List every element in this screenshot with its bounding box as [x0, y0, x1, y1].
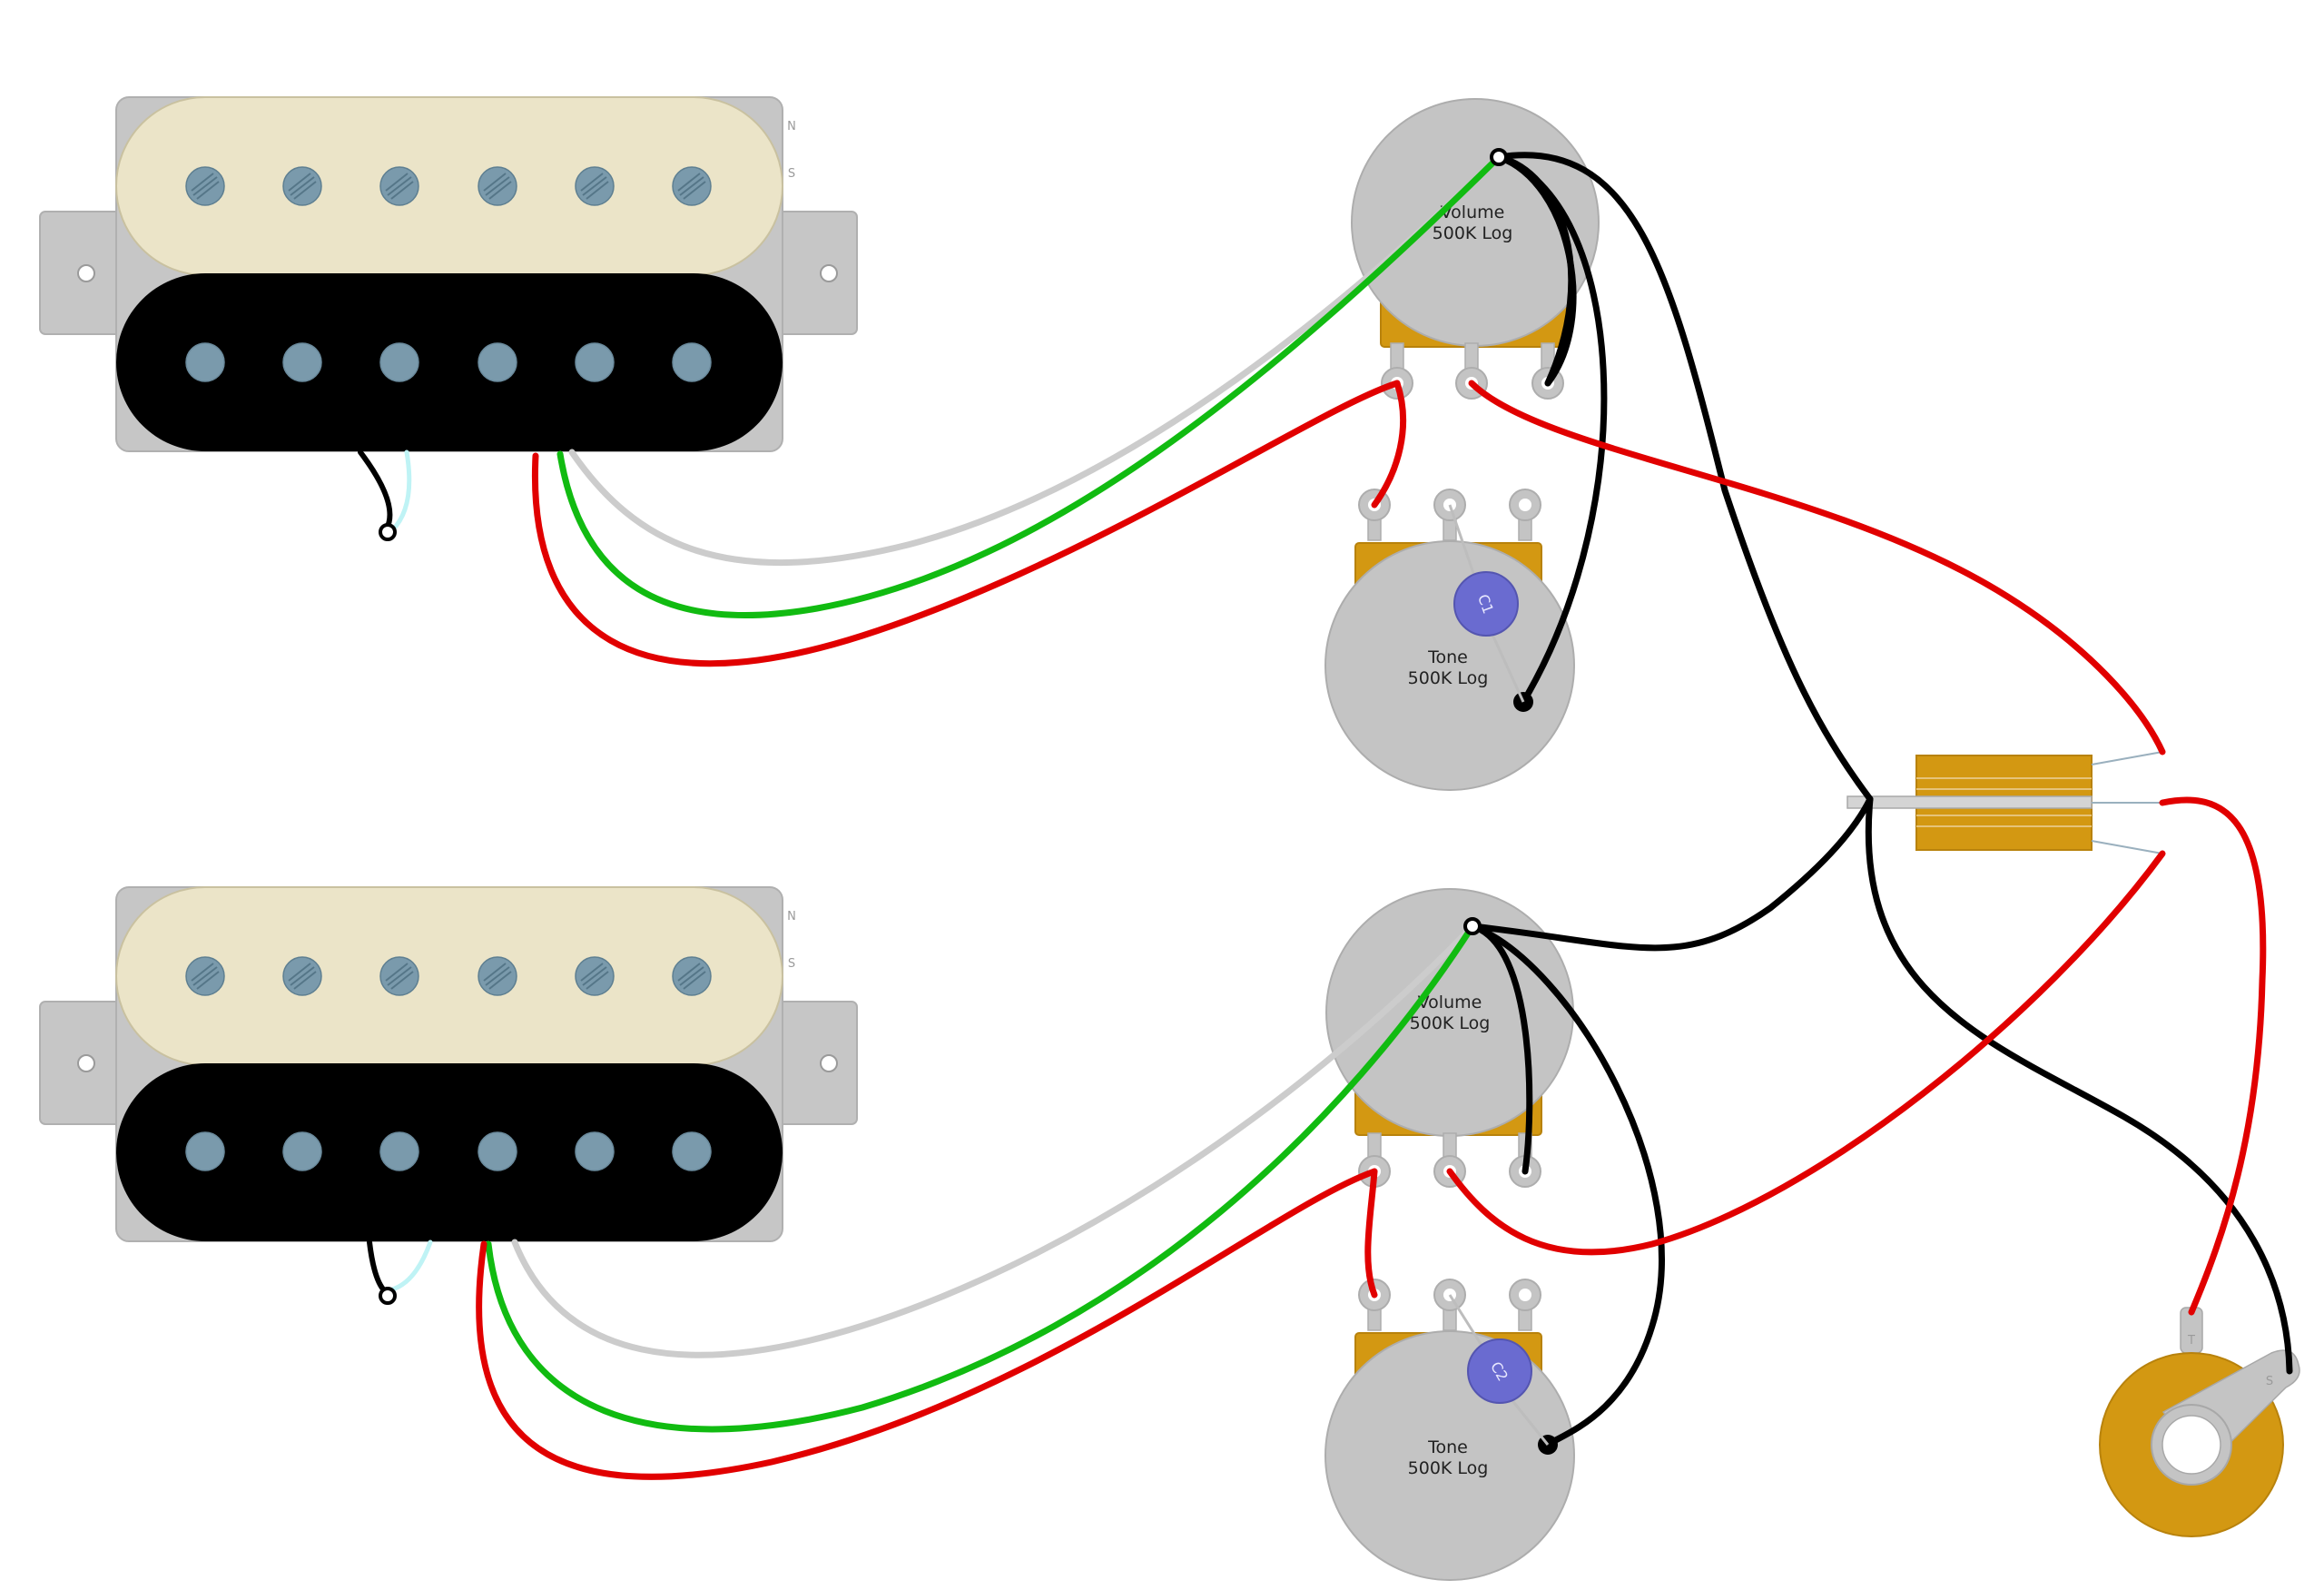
bridge-south-coil: [116, 1063, 783, 1241]
neck-tone-pot: Tone 500K Log: [1324, 489, 1575, 791]
bridge-south-label: S: [788, 957, 795, 971]
wires: [358, 148, 2293, 1480]
neck-tone-label: Tone: [1427, 647, 1468, 667]
bridge-vol-to-switch-ground: [1469, 795, 1874, 952]
bridge-vol-to-switch-red: [1446, 850, 2166, 1256]
jack-socket-hole: [2162, 1415, 2221, 1475]
bridge-north-label: N: [787, 910, 796, 923]
neck-screw-hole-right: [820, 264, 838, 282]
toggle-switch-shaft: [1846, 795, 2093, 809]
bridge-vol-terminal: [1463, 917, 1482, 935]
neck-mounting-ear-right: [773, 211, 858, 335]
neck-vol-to-tone-ground: [1495, 153, 1608, 706]
bridge-ground-terminal: [379, 1287, 397, 1305]
toggle-contact-3: [2091, 840, 2163, 854]
bridge-humbucker: N S: [39, 886, 858, 1242]
bridge-vol-ground-loop: [1469, 923, 1533, 1175]
c1-lead-bottom: [1487, 626, 1525, 703]
switch-to-jack-ground: [1865, 795, 2293, 1375]
neck-vol-to-switch-red: [1468, 380, 2166, 755]
neck-ground-wire: [358, 449, 393, 531]
jack-sleeve-label: S: [2266, 1375, 2273, 1388]
bridge-screw-hole-right: [820, 1054, 838, 1072]
bridge-red-lead: [476, 1168, 1378, 1480]
three-way-toggle-switch: [1846, 751, 2163, 854]
neck-humbucker: N S: [39, 96, 858, 452]
toggle-contact-1: [2091, 751, 2163, 765]
bridge-vol-to-tone-red: [1364, 1168, 1378, 1299]
neck-vol-terminal: [1490, 148, 1508, 166]
c1-body: [1453, 571, 1519, 637]
capacitor-c1: C1: [1448, 504, 1525, 703]
neck-south-coil: [116, 273, 783, 451]
neck-ground-terminal: [379, 523, 397, 541]
switch-to-jack-tip: [2159, 796, 2267, 1316]
neck-south-label: S: [788, 167, 795, 181]
jack-tip-label: T: [2187, 1334, 2195, 1348]
neck-volume-value: 500K Log: [1433, 223, 1513, 243]
neck-white-lead: [568, 153, 1502, 567]
bridge-white-lead: [511, 923, 1476, 1358]
bridge-vol-to-tone-ground: [1469, 923, 1665, 1448]
bridge-tone-value: 500K Log: [1408, 1458, 1489, 1478]
neck-volume-label: Volume: [1441, 202, 1505, 222]
output-jack: T S: [2099, 1307, 2300, 1537]
neck-north-label: N: [787, 120, 796, 133]
neck-bare-wire: [389, 449, 412, 533]
bridge-green-lead: [485, 923, 1476, 1433]
bridge-volume-value: 500K Log: [1410, 1013, 1491, 1033]
bridge-tone-label: Tone: [1427, 1437, 1468, 1457]
bridge-volume-label: Volume: [1418, 993, 1482, 1012]
bridge-screw-hole-left: [77, 1054, 95, 1072]
bridge-mounting-ear-right: [773, 1001, 858, 1125]
neck-volume-pot: Volume 500K Log: [1351, 98, 1600, 400]
bridge-ground-wire: [367, 1239, 388, 1294]
c2-body: [1467, 1338, 1532, 1404]
bridge-bare-wire: [389, 1239, 433, 1292]
c2-lead-bottom: [1505, 1393, 1550, 1446]
capacitor-c2: C2: [1448, 1294, 1550, 1446]
bridge-volume-pot-body: [1325, 888, 1574, 1137]
neck-vol-to-tone-red: [1371, 380, 1407, 509]
neck-screw-hole-left: [77, 264, 95, 282]
neck-vol-to-switch-ground: [1495, 152, 1874, 803]
neck-green-lead: [556, 153, 1502, 618]
neck-red-lead: [531, 380, 1401, 667]
neck-tone-value: 500K Log: [1408, 668, 1489, 688]
